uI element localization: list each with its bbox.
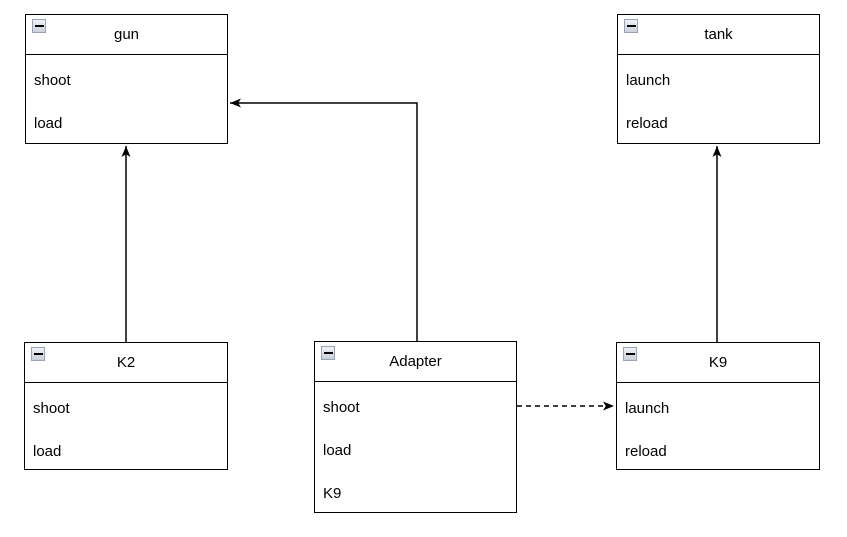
minus-glyph: [33, 353, 43, 355]
method-item: load: [34, 115, 63, 132]
minus-glyph: [323, 352, 333, 354]
class-title: gun: [113, 26, 140, 43]
class-body: shoot load K9: [315, 382, 516, 515]
collapse-icon[interactable]: [31, 347, 45, 361]
class-box-k9[interactable]: K9 launch reload: [616, 342, 820, 470]
class-title: K2: [116, 354, 136, 371]
collapse-icon[interactable]: [623, 347, 637, 361]
class-header: Adapter: [315, 342, 516, 382]
method-item: load: [323, 442, 352, 459]
method-item: shoot: [323, 399, 360, 416]
method-item: reload: [626, 115, 668, 132]
class-title: Adapter: [389, 353, 442, 370]
method-item: K9: [323, 485, 342, 502]
class-header: K9: [617, 343, 819, 383]
method-item: load: [33, 443, 62, 460]
class-body: shoot load: [25, 383, 227, 473]
class-header: gun: [26, 15, 227, 55]
class-body: shoot load: [26, 55, 227, 145]
class-box-tank[interactable]: tank launch reload: [617, 14, 820, 144]
minus-glyph: [34, 25, 44, 27]
collapse-icon[interactable]: [321, 346, 335, 360]
class-header: tank: [618, 15, 819, 55]
method-item: shoot: [33, 400, 70, 417]
method-item: shoot: [34, 72, 71, 89]
collapse-icon[interactable]: [624, 19, 638, 33]
class-body: launch reload: [617, 383, 819, 473]
collapse-icon[interactable]: [32, 19, 46, 33]
method-item: launch: [626, 72, 671, 89]
class-box-adapter[interactable]: Adapter shoot load K9: [314, 341, 517, 513]
class-box-k2[interactable]: K2 shoot load: [24, 342, 228, 470]
minus-glyph: [625, 353, 635, 355]
class-title: tank: [704, 26, 733, 43]
class-title: K9: [708, 354, 728, 371]
class-box-gun[interactable]: gun shoot load: [25, 14, 228, 144]
class-body: launch reload: [618, 55, 819, 145]
method-item: reload: [625, 443, 667, 460]
class-header: K2: [25, 343, 227, 383]
edge-adapter-to-gun[interactable]: [230, 98, 418, 341]
method-item: launch: [625, 400, 670, 417]
minus-glyph: [626, 25, 636, 27]
